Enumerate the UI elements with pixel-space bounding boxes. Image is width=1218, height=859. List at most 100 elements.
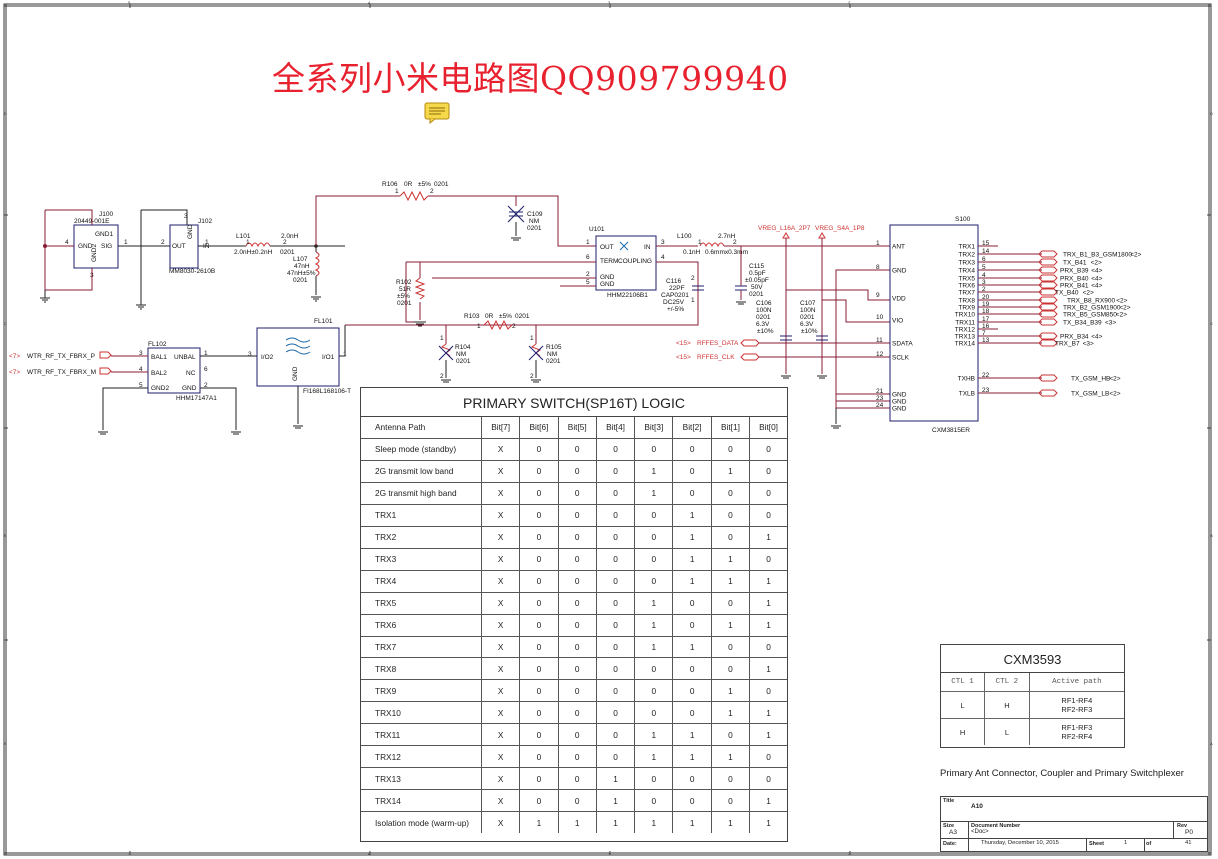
note-icon[interactable] [424, 102, 450, 124]
net-port-tx-b34-b39[interactable]: TX_B34_B39<3> [998, 318, 1116, 326]
vreg-l16a-flag: VREG_L16A_2P7 [758, 225, 811, 239]
s100-left-pin-name: GND [892, 405, 907, 412]
net-port-trx-b8-rx900[interactable]: TRX_B8_RX900<2> [998, 296, 1128, 304]
logic-cell: 0 [519, 635, 559, 659]
coupler-u101[interactable]: U101 OUT IN TERM COUPLING GND GND HHM221… [586, 226, 665, 299]
balun-fl102[interactable]: FL102 BAL1 BAL2 GND2 UNBAL NC GND HHM171… [139, 341, 217, 402]
net-ref: <4> [1091, 333, 1102, 340]
frame-row-label: C [1210, 321, 1213, 326]
logic-cell: 0 [557, 437, 597, 461]
logic-row-label: TRX13 [361, 767, 482, 791]
logic-row-label: TRX1 [361, 503, 482, 527]
connector-j102[interactable]: J102 MM8030-2610B OUT IN GND 2 1 3 [161, 213, 215, 275]
connector-j100[interactable]: J100 20449-001E GND SIG GND1 4 1 3 GND2 [65, 211, 128, 279]
size-label: Size [943, 823, 955, 829]
switch-s100[interactable]: S100 CXM3815ER ANT1GND8VDD9VIO10SDATA11S… [876, 216, 998, 434]
capacitor-c116[interactable]: C116 22PF CAP0201 DC25V +/-5% 2 1 [661, 275, 704, 313]
logic-cell: Bit[2] [672, 417, 712, 439]
logic-cell: 1 [749, 591, 787, 615]
logic-cell: 1 [749, 701, 787, 725]
inductor-l100[interactable]: L100 0.1nH 2.7nH 0.6mmx0.3mm 1 2 [677, 233, 748, 256]
svg-text:<7>: <7> [9, 369, 20, 376]
svg-text:0R: 0R [485, 313, 494, 320]
net-port-tx-gsm-hb[interactable]: TX_GSM_HB<2> [998, 374, 1121, 382]
resistor-r106[interactable]: R106 0R ±5% 0201 1 2 [382, 181, 449, 202]
frame-col-label: 3 [608, 0, 611, 5]
inductor-l101[interactable]: L101 2.0nH±0.2nH 0201 1 2 [234, 233, 295, 256]
logic-cell: 0 [634, 657, 674, 681]
svg-text:COUPLING: COUPLING [618, 258, 652, 265]
svg-text:GND2: GND2 [91, 244, 98, 262]
vreg-s4a-flag: VREG_S4A_1P8 [815, 225, 865, 239]
logic-cell: 0 [519, 613, 559, 637]
logic-cell: 0 [595, 459, 636, 483]
resistor-r103[interactable]: R103 0R ±5% 0201 1 2 [464, 313, 530, 331]
net-rffe-data[interactable]: <15> RFFES_DATA [676, 339, 890, 347]
net-port-tx-b40[interactable]: TX_B40<2> [998, 288, 1094, 296]
s100-right-pin-name: TXLB [959, 390, 975, 397]
capacitor-c109[interactable]: C109 NM 0201 [507, 205, 543, 232]
s100-left-pin-num: 1 [876, 240, 880, 247]
svg-text:1: 1 [691, 297, 695, 304]
s100-right-pin-name: TRX1 [958, 243, 975, 250]
resistor-r104[interactable]: R104 NM 0201 1 2 [438, 335, 471, 380]
net-ref: <3> [1105, 319, 1116, 326]
filter-fl101[interactable]: FL101 I/O2 I/O1 GND FI168L168106-T 3 1 [248, 318, 351, 395]
of-value: 41 [1185, 840, 1192, 846]
logic-cell: 0 [519, 569, 559, 593]
resistor-r105[interactable]: R105 NM 0201 1 2 [528, 335, 562, 380]
net-port-prx-b39[interactable]: PRX_B39<4> [998, 266, 1103, 274]
logic-cell: 0 [710, 789, 751, 813]
svg-text:C107: C107 [800, 300, 816, 307]
net-rffe-clk[interactable]: <15> RFFES_CLK [676, 353, 890, 361]
resistor-r102[interactable]: R102 51R ±5% 0201 [396, 277, 426, 307]
logic-cell: 1 [672, 635, 712, 659]
logic-cell: 0 [519, 701, 559, 725]
svg-text:FL101: FL101 [314, 318, 333, 325]
svg-text:RFFES_DATA: RFFES_DATA [697, 340, 739, 347]
logic-cell: 1 [595, 789, 636, 813]
net-port-tx-b41[interactable]: TX_B41<2> [998, 258, 1102, 266]
logic-cell: 0 [749, 437, 787, 461]
net-port-trx-b5-gsm850[interactable]: TRX_B5_GSM850<2> [998, 310, 1127, 318]
rev-label: Rev [1177, 823, 1188, 829]
net-port-trx-b7[interactable]: TRX_B7<3> [998, 339, 1094, 347]
logic-cell: 0 [672, 767, 712, 791]
svg-text:NC: NC [186, 370, 196, 377]
logic-cell: 1 [634, 481, 674, 505]
net-port-prx-b34[interactable]: PRX_B34<4> [998, 332, 1103, 340]
net-port-trx-b1-b3-gsm1800[interactable]: TRX_B1_B3_GSM1800<2> [998, 250, 1142, 258]
logic-cell: 1 [710, 811, 751, 834]
net-wtr-m[interactable]: <7> WTR_RF_TX_FBRX_M [9, 367, 148, 376]
svg-text:2: 2 [161, 239, 165, 246]
svg-text:0201: 0201 [527, 225, 542, 232]
logic-cell: 1 [672, 723, 712, 747]
logic-cell: 0 [672, 679, 712, 703]
net-port-prx-b41[interactable]: PRX_B41<4> [998, 281, 1103, 289]
net-ref: <4> [1091, 267, 1102, 274]
frame-col-label: 3 [608, 851, 611, 856]
inductor-l107[interactable]: L107 47nH 47nH±5% 0201 2.0nH [281, 233, 320, 284]
logic-cell: 0 [557, 525, 597, 549]
svg-text:SIG: SIG [101, 243, 112, 250]
net-port-tx-gsm-lb[interactable]: TX_GSM_LB<2> [998, 389, 1121, 397]
net-port-trx-b2-gsm1900[interactable]: TRX_B2_GSM1900<2> [998, 303, 1131, 311]
capacitor-c115[interactable]: C115 0.5pF ±0.05pF 50V 0201 [735, 263, 769, 298]
svg-text:U101: U101 [589, 226, 605, 233]
svg-text:22PF: 22PF [669, 285, 685, 292]
net-port-prx-b40[interactable]: PRX_B40<4> [998, 274, 1103, 282]
svg-text:I/O1: I/O1 [322, 354, 335, 361]
logic-cell: 0 [710, 591, 751, 615]
net-wtr-p[interactable]: <7> WTR_RF_TX_FBRX_P [9, 351, 148, 360]
logic-row-label: TRX7 [361, 635, 482, 659]
svg-text:6.3V: 6.3V [800, 321, 814, 328]
svg-text:3: 3 [661, 239, 665, 246]
capacitor-c107[interactable]: C107 100N 0201 6.3V ±10% [800, 300, 828, 341]
cxm-cell: RF1-RF3 RF2-RF4 [1028, 718, 1124, 745]
capacitor-c106[interactable]: C106 100N 0201 6.3V ±10% [756, 300, 792, 341]
logic-cell: 0 [595, 679, 636, 703]
